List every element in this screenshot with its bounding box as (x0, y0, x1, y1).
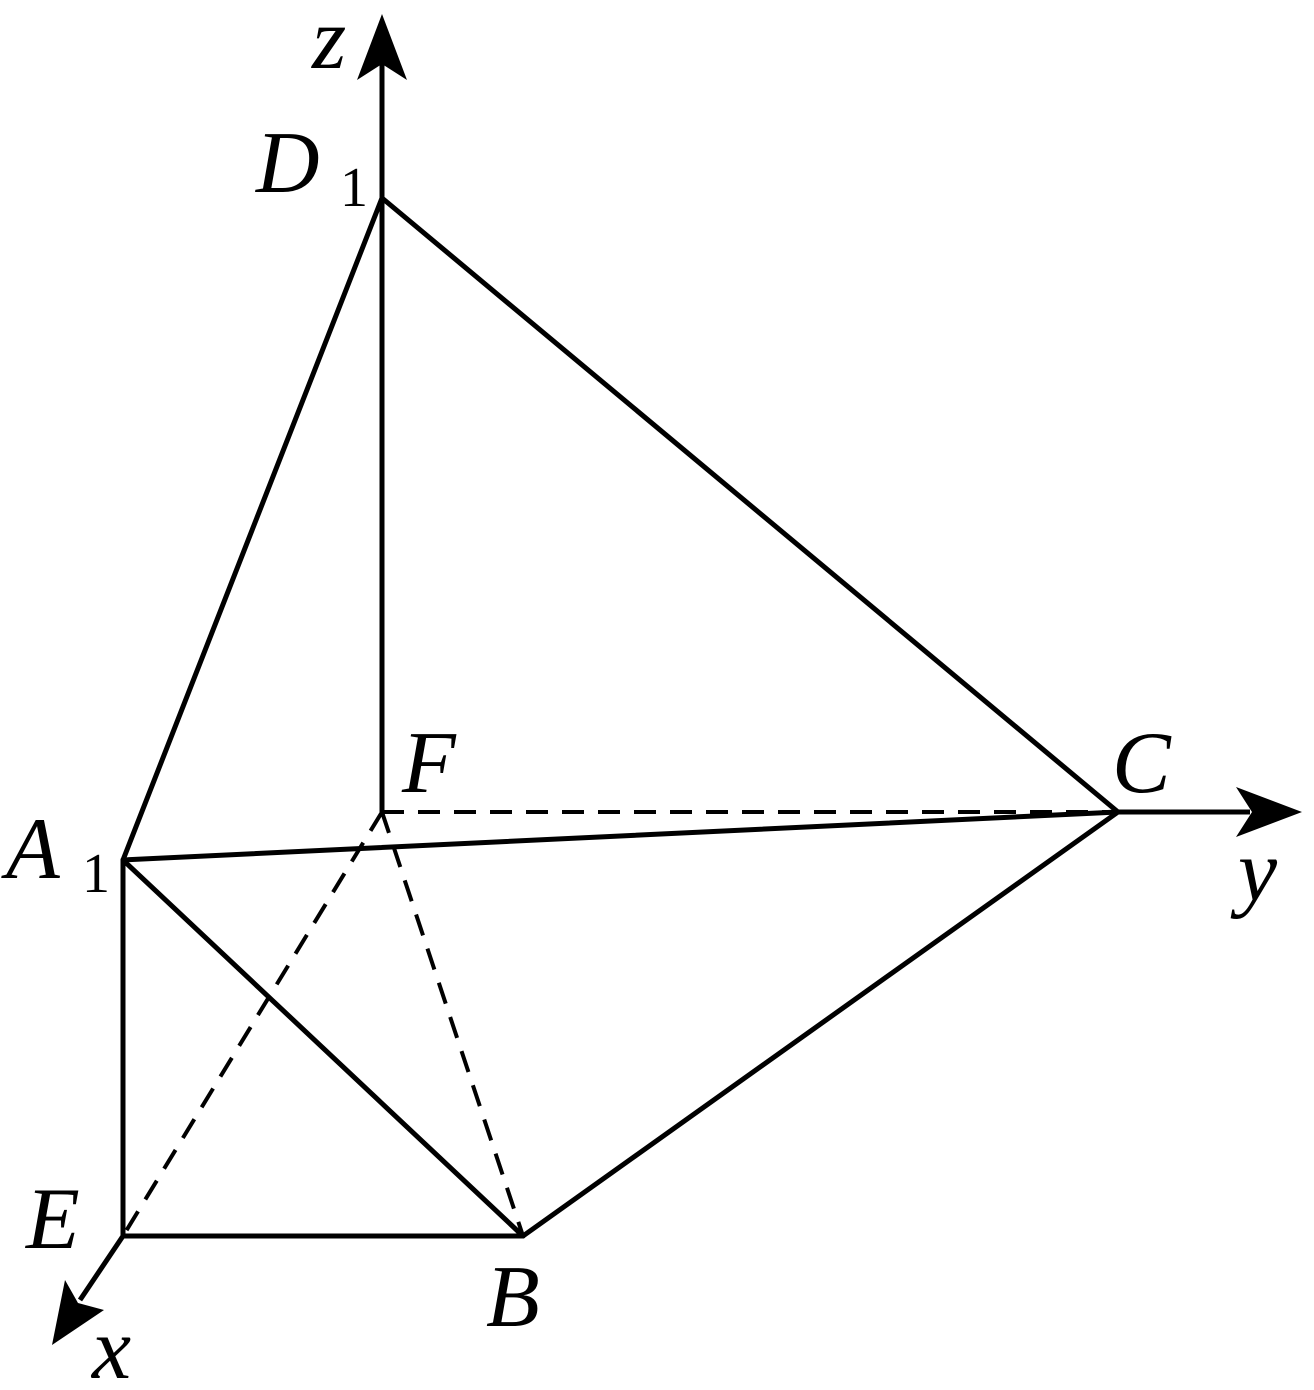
label-x: x (90, 1301, 131, 1390)
edge-D1A1 (120, 195, 385, 863)
label-F: F (401, 715, 457, 812)
edge-BC (520, 809, 1121, 1239)
x-axis (77, 1234, 126, 1302)
label-y: y (1230, 823, 1278, 920)
edge-A1B (120, 857, 526, 1239)
label-D1: D (255, 115, 320, 212)
edge-A1C (120, 809, 1121, 863)
x-axis-arrowhead (52, 1280, 104, 1345)
label-A1-subscript: 1 (82, 843, 110, 905)
label-D1-subscript: 1 (340, 157, 368, 219)
label-A1: A (1, 801, 61, 898)
y-axis-arrowhead (1236, 787, 1302, 837)
label-C: C (1112, 715, 1172, 812)
edge-D1C (379, 195, 1121, 815)
edge-FE-dashed (121, 810, 384, 1238)
edge-FB-dashed (380, 811, 525, 1237)
label-E: E (24, 1171, 80, 1268)
z-axis-arrowhead (357, 14, 407, 80)
label-B: B (486, 1249, 540, 1346)
label-z: z (311, 0, 346, 88)
